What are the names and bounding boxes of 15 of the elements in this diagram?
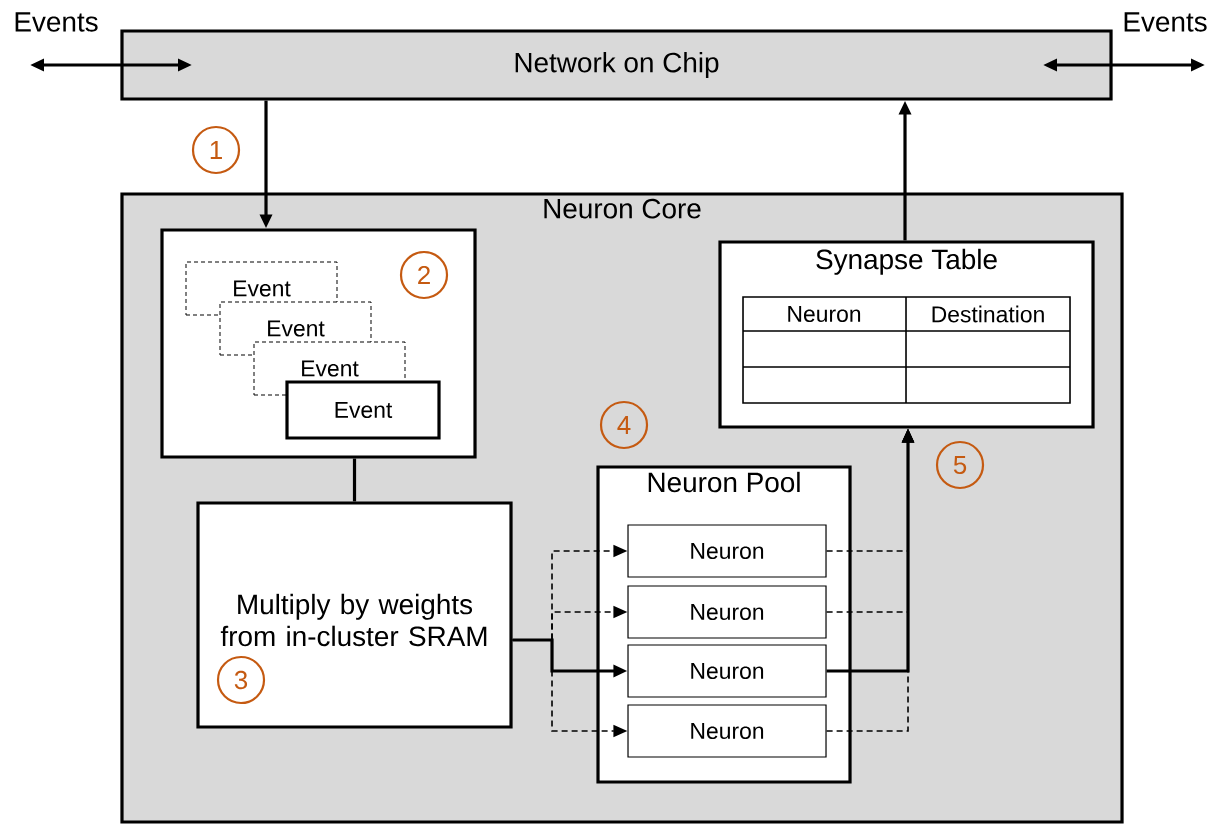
callout-number: 3 <box>216 655 266 705</box>
edge-label: Events <box>1124 12 1207 32</box>
event-box: Event <box>285 380 441 440</box>
neuron-box: Neuron <box>627 704 827 758</box>
neuron-box: Neuron <box>627 524 827 578</box>
callout-number: 2 <box>399 250 449 300</box>
neuron-box: Neuron <box>627 644 827 698</box>
edge-label: Events <box>15 12 98 32</box>
callout-number: 1 <box>191 125 241 175</box>
column-header: Neuron <box>788 306 861 322</box>
column-header: Destination <box>932 305 1044 323</box>
callout-number: 5 <box>935 440 985 490</box>
neuron-box: Neuron <box>627 585 827 639</box>
network-bar: Network on Chip <box>120 29 1113 101</box>
callout-number: 4 <box>599 400 649 450</box>
